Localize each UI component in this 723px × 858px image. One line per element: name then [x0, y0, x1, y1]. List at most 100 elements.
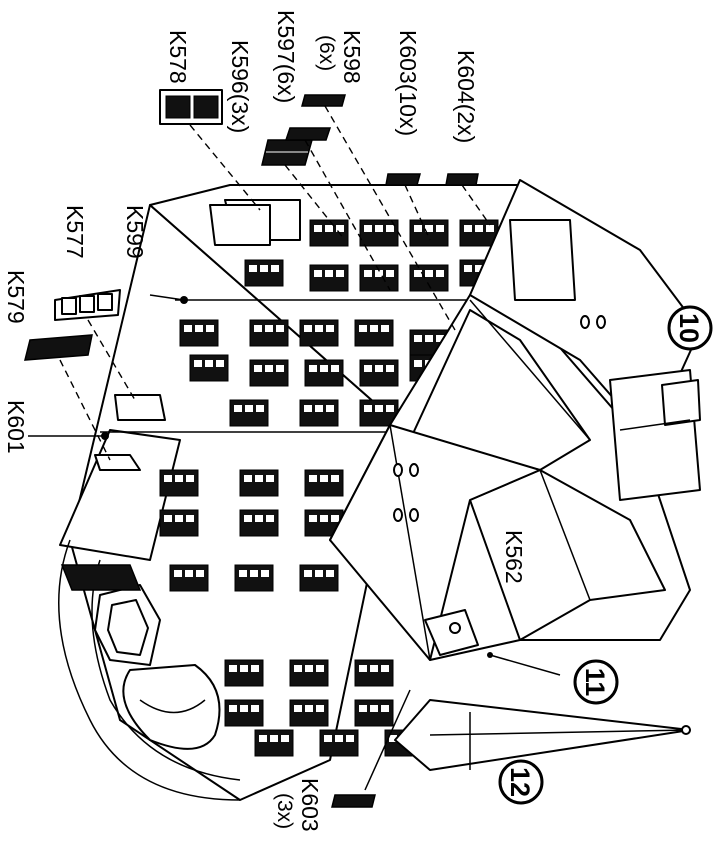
- window-pane: [316, 705, 324, 712]
- window-pane: [229, 705, 237, 712]
- window-pane: [250, 570, 258, 577]
- building-window: [299, 564, 339, 592]
- building-window: [239, 469, 279, 497]
- window-pane: [255, 475, 263, 482]
- window-pane: [186, 515, 194, 522]
- window-pane: [414, 360, 422, 367]
- window-pane: [251, 705, 259, 712]
- window-pane: [331, 475, 339, 482]
- roof: [329, 179, 701, 771]
- label-k601: K601: [3, 400, 29, 454]
- building-window: [359, 359, 399, 387]
- labels: K578 K596(3x) K597(6x) K598 (6x) K603(10…: [3, 10, 527, 832]
- window-pane: [276, 325, 284, 332]
- building-window: [289, 699, 329, 727]
- building-window: [359, 219, 399, 247]
- window-pane: [260, 265, 268, 272]
- building-window: [409, 219, 449, 247]
- window-pane: [244, 475, 252, 482]
- window-pane: [425, 335, 433, 342]
- window-pane: [316, 665, 324, 672]
- window-pane: [320, 365, 328, 372]
- window-pane: [271, 265, 279, 272]
- leader-lines: [28, 105, 561, 791]
- step-11-number: 11: [580, 668, 610, 697]
- window-pane: [325, 225, 333, 232]
- window-pane: [174, 570, 182, 577]
- part-k596-icon: [261, 139, 313, 166]
- window-pane: [164, 515, 172, 522]
- window-pane: [375, 225, 383, 232]
- window-pane: [359, 325, 367, 332]
- building-window: [359, 264, 399, 292]
- window-pane: [375, 405, 383, 412]
- step-12-number: 12: [505, 767, 535, 797]
- window-pane: [206, 325, 214, 332]
- part-k604-icon: [445, 173, 479, 186]
- label-k603-bottom-qty: (3x): [273, 793, 296, 829]
- window-pane: [364, 270, 372, 277]
- part-k598-icon: [301, 94, 346, 107]
- window-pane: [195, 325, 203, 332]
- window-pane: [464, 265, 472, 272]
- window-pane: [425, 270, 433, 277]
- window-pane: [254, 365, 262, 372]
- window-pane: [475, 225, 483, 232]
- building-window: [254, 729, 294, 757]
- part-icons: [24, 89, 479, 808]
- part-k603-top-icon: [385, 173, 421, 186]
- part-k577-icon: [54, 289, 121, 321]
- window-pane: [414, 225, 422, 232]
- window-pane: [249, 265, 257, 272]
- part-k578-icon: [159, 89, 223, 125]
- part-k579-icon: [24, 334, 93, 361]
- window-pane: [335, 735, 343, 742]
- window-pane: [184, 325, 192, 332]
- window-pane: [240, 665, 248, 672]
- window-pane: [315, 570, 323, 577]
- window-pane: [265, 365, 273, 372]
- building-window: [179, 319, 219, 347]
- label-k603-bottom-code: K603: [297, 778, 323, 832]
- window-pane: [304, 405, 312, 412]
- window-pane: [370, 705, 378, 712]
- window-pane: [256, 405, 264, 412]
- window-pane: [185, 570, 193, 577]
- window-pane: [414, 270, 422, 277]
- window-pane: [294, 705, 302, 712]
- building-window: [249, 319, 289, 347]
- window-pane: [205, 360, 213, 367]
- label-k596: K596(3x): [227, 40, 253, 133]
- window-pane: [309, 475, 317, 482]
- label-k598-code: K598: [339, 30, 365, 84]
- building-window: [354, 319, 394, 347]
- building-window: [234, 564, 274, 592]
- window-pane: [381, 705, 389, 712]
- window-pane: [265, 325, 273, 332]
- window-pane: [254, 325, 262, 332]
- label-k599: K599: [122, 205, 148, 259]
- building-window: [354, 659, 394, 687]
- window-pane: [294, 665, 302, 672]
- window-pane: [386, 270, 394, 277]
- window-pane: [281, 735, 289, 742]
- step-10-number: 10: [674, 313, 704, 343]
- label-k577: K577: [62, 205, 88, 259]
- window-pane: [314, 225, 322, 232]
- window-pane: [304, 570, 312, 577]
- building-window: [309, 264, 349, 292]
- window-pane: [364, 365, 372, 372]
- label-k604: K604(2x): [453, 50, 479, 143]
- window-pane: [309, 365, 317, 372]
- window-pane: [425, 225, 433, 232]
- window-pane: [370, 325, 378, 332]
- building-window: [304, 359, 344, 387]
- window-pane: [364, 225, 372, 232]
- window-pane: [266, 515, 274, 522]
- building-window: [239, 509, 279, 537]
- window-pane: [309, 515, 317, 522]
- window-pane: [386, 405, 394, 412]
- window-pane: [436, 270, 444, 277]
- window-pane: [175, 515, 183, 522]
- building-window: [169, 564, 209, 592]
